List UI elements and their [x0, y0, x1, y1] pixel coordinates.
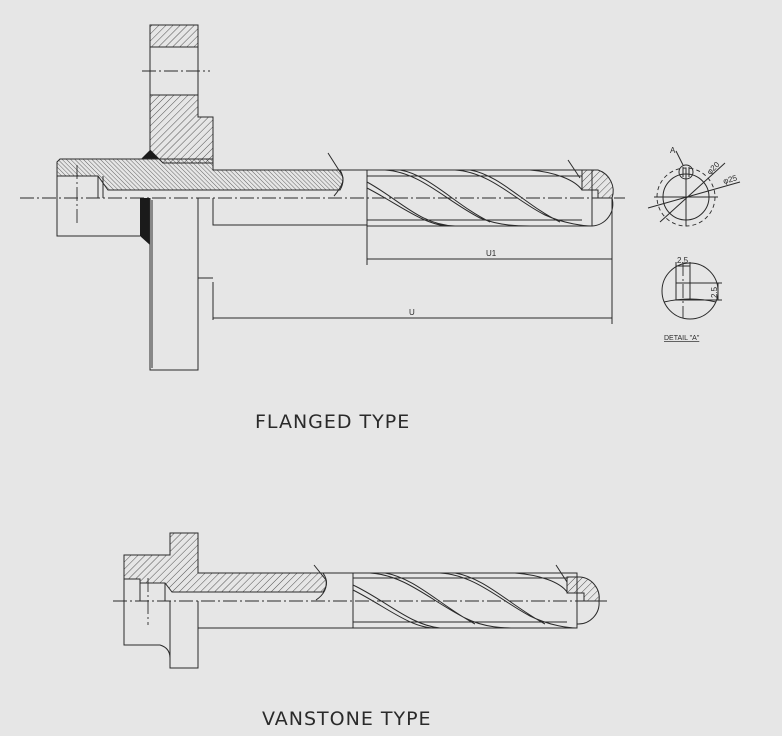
detail-a-drawing: A φ20 φ25 2.5 2.5 DETAIL "A" [647, 146, 741, 342]
detail-width-label: 2.5 [677, 256, 689, 265]
helical-strakes [366, 169, 593, 227]
pipe-section [56, 158, 344, 191]
flange-hub-section [149, 94, 214, 164]
weld-bottom [140, 198, 150, 245]
dimension-label-u: U [409, 308, 415, 317]
detail-marker-a: A [670, 146, 676, 155]
weld-top [141, 150, 159, 159]
vanstone-tip-section [566, 576, 600, 602]
diameter-25-label: φ25 [722, 173, 739, 186]
vanstone-type-drawing [113, 532, 607, 669]
flanged-type-drawing: U1 U [20, 24, 625, 371]
flange-top-section [149, 24, 199, 48]
vanstone-type-title: VANSTONE TYPE [262, 708, 432, 730]
flanged-type-title: FLANGED TYPE [255, 411, 410, 433]
vanstone-hub-section [123, 532, 327, 593]
diameter-20-label: φ20 [705, 160, 722, 177]
dimension-label-u1: U1 [486, 249, 497, 258]
tip-section [581, 169, 614, 199]
detail-caption: DETAIL "A" [664, 335, 700, 342]
detail-height-label: 2.5 [710, 286, 719, 298]
vanstone-helical-strakes [352, 572, 578, 629]
